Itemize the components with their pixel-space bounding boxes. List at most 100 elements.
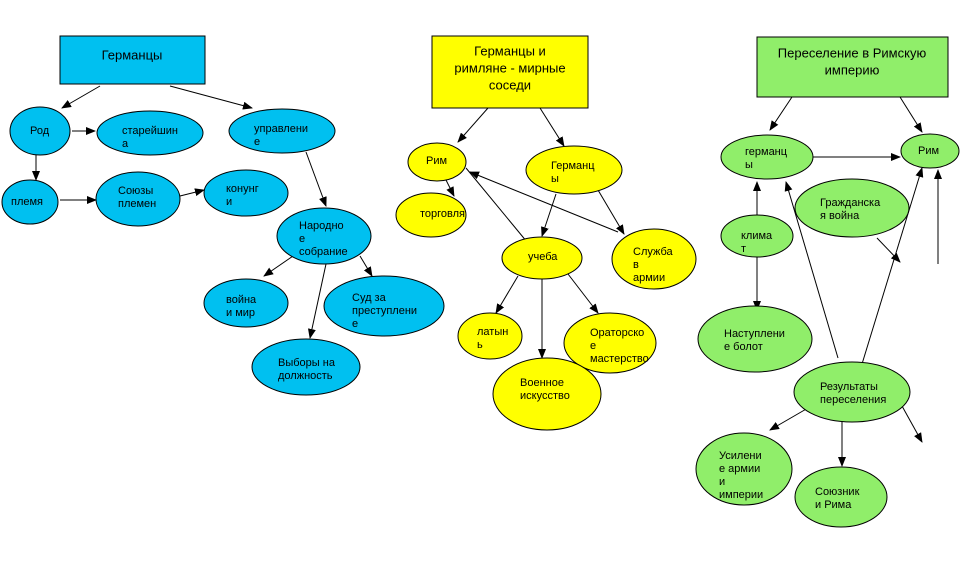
node-label: торговля bbox=[420, 208, 465, 220]
node-label: племен bbox=[118, 198, 156, 210]
node-peace-title: Германцы и римляне - мирные соседи bbox=[431, 35, 589, 109]
node-label: т bbox=[741, 243, 746, 255]
node-label: старейшин bbox=[122, 125, 178, 137]
node-ellipse bbox=[563, 312, 657, 374]
node-ucheba: учеба bbox=[501, 236, 583, 280]
connector-arrow bbox=[899, 96, 923, 133]
node-label: Рим bbox=[918, 145, 939, 157]
node-label: Германц bbox=[551, 160, 595, 172]
connector-arrow bbox=[61, 85, 101, 109]
connector-arrow bbox=[567, 273, 599, 314]
connector-arrow bbox=[901, 405, 923, 443]
connector-arrow bbox=[495, 275, 519, 314]
node-label: армии bbox=[633, 272, 665, 284]
connector-arrow bbox=[876, 237, 901, 263]
node-label: Ораторско bbox=[590, 327, 644, 339]
node-label: учеба bbox=[528, 251, 558, 263]
node-ellipse bbox=[95, 171, 181, 227]
node-label: римляне - мирные bbox=[454, 60, 565, 75]
node-label: собрание bbox=[299, 246, 348, 258]
node-ellipse bbox=[1, 179, 59, 225]
node-label: я война bbox=[820, 210, 860, 222]
node-label: Род bbox=[30, 125, 50, 137]
node-label: Рим bbox=[426, 155, 447, 167]
node-label: е армии bbox=[719, 463, 760, 475]
node-label: Переселение в Римскую bbox=[778, 45, 927, 60]
connector-arrow bbox=[469, 171, 619, 233]
node-label: и bbox=[226, 196, 232, 208]
node-label: Наступлени bbox=[724, 328, 785, 340]
node-label: Союзы bbox=[118, 185, 153, 197]
node-ellipse bbox=[407, 142, 467, 182]
node-ellipse bbox=[492, 357, 602, 431]
title-box bbox=[59, 35, 206, 85]
node-label: искусство bbox=[520, 390, 570, 402]
node-label: управлени bbox=[254, 123, 308, 135]
node-label: и мир bbox=[226, 307, 255, 319]
node-label: в bbox=[633, 259, 639, 271]
connector-arrow bbox=[465, 167, 533, 249]
node-label: Результаты bbox=[820, 381, 878, 393]
node-label: и Рима bbox=[815, 499, 852, 511]
node-ellipse bbox=[525, 145, 623, 195]
node-label: Военное bbox=[520, 377, 564, 389]
node-ellipse bbox=[793, 361, 911, 423]
connector-arrows bbox=[32, 85, 942, 467]
node-ellipse bbox=[203, 278, 289, 328]
node-rim-g: Рим bbox=[900, 133, 960, 169]
node-ellipse bbox=[611, 228, 697, 290]
connector-arrow bbox=[597, 189, 625, 235]
node-label: Выборы на bbox=[278, 357, 336, 369]
node-ellipse bbox=[276, 207, 372, 265]
node-germans-title: Германцы bbox=[59, 35, 206, 85]
node-label: Германцы и bbox=[474, 43, 546, 58]
node-ellipse bbox=[203, 169, 289, 217]
connector-arrow bbox=[861, 167, 924, 365]
connector-arrow bbox=[541, 193, 557, 237]
node-ellipse bbox=[695, 432, 793, 506]
node-label: Союзник bbox=[815, 486, 860, 498]
node-label: латын bbox=[477, 326, 508, 338]
node-ellipse bbox=[323, 275, 445, 337]
title-box bbox=[431, 35, 589, 109]
connector-arrow bbox=[445, 179, 455, 197]
node-ellipse bbox=[501, 236, 583, 280]
node-label: германц bbox=[745, 146, 788, 158]
node-rim-y: Рим bbox=[407, 142, 467, 182]
node-label: конунг bbox=[226, 183, 259, 195]
node-ellipse bbox=[395, 192, 467, 238]
connector-arrow bbox=[305, 151, 327, 207]
node-label: должность bbox=[278, 370, 333, 382]
node-label: е bbox=[299, 233, 305, 245]
node-germancy-y: Германцы bbox=[525, 145, 623, 195]
node-label: Усилени bbox=[719, 450, 762, 462]
node-label: е bbox=[590, 340, 596, 352]
connector-arrow bbox=[359, 255, 373, 277]
node-ellipse bbox=[251, 338, 361, 396]
node-label: переселения bbox=[820, 394, 886, 406]
node-label: ы bbox=[551, 173, 559, 185]
node-ellipse bbox=[228, 108, 336, 154]
node-plemya: племя bbox=[1, 179, 59, 225]
node-ellipse bbox=[96, 110, 204, 156]
node-label: соседи bbox=[489, 77, 531, 92]
connector-arrow bbox=[169, 85, 253, 110]
node-torgovlya: торговля bbox=[395, 192, 467, 238]
node-ellipse bbox=[9, 106, 71, 156]
node-rod: Род bbox=[9, 106, 71, 156]
